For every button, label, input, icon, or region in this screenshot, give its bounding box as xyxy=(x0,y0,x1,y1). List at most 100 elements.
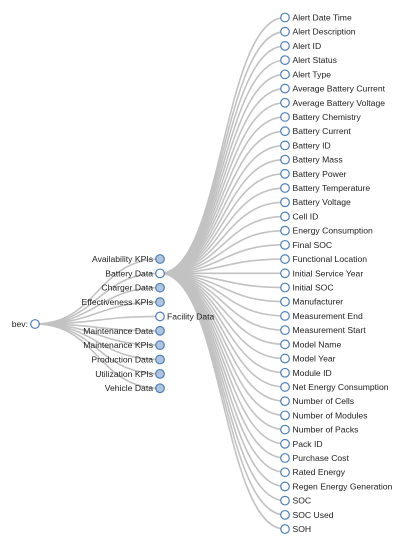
leaf-soh-circle[interactable] xyxy=(280,524,290,534)
leaf-energy-consumption[interactable]: Energy Consumption xyxy=(280,225,373,236)
leaf-average-battery-voltage[interactable]: Average Battery Voltage xyxy=(280,97,386,108)
leaf-alert-date-time[interactable]: Alert Date Time xyxy=(280,12,352,23)
leaf-soc-used-circle[interactable] xyxy=(280,509,290,520)
leaf-alert-status-circle[interactable] xyxy=(280,55,290,66)
node-maintenance-data-circle[interactable] xyxy=(155,325,165,336)
node-facility-data[interactable]: Facility Data xyxy=(155,311,215,322)
leaf-average-battery-current-circle[interactable] xyxy=(280,83,290,94)
leaf-number-of-modules-circle[interactable] xyxy=(280,410,290,421)
leaf-module-id[interactable]: Module ID xyxy=(280,367,332,378)
leaf-battery-voltage[interactable]: Battery Voltage xyxy=(280,197,351,208)
leaf-battery-chemistry-circle[interactable] xyxy=(280,112,290,122)
leaf-alert-description-circle[interactable] xyxy=(280,26,290,37)
leaf-number-of-cells-circle[interactable] xyxy=(280,396,290,407)
leaf-number-of-cells[interactable]: Number of Cells xyxy=(280,396,354,407)
leaf-net-energy-consumption[interactable]: Net Energy Consumption xyxy=(280,382,389,392)
leaf-number-of-packs[interactable]: Number of Packs xyxy=(280,424,359,435)
leaf-initial-service-year-circle[interactable] xyxy=(280,268,290,279)
leaf-cell-id[interactable]: Cell ID xyxy=(280,211,319,222)
leaf-net-energy-consumption-circle[interactable] xyxy=(280,382,290,392)
leaf-model-year-circle[interactable] xyxy=(280,353,290,364)
root-node-circle[interactable] xyxy=(30,319,40,329)
leaf-final-soc[interactable]: Final SOC xyxy=(280,239,333,250)
node-effectiveness-kpis[interactable]: Effectiveness KPIs xyxy=(82,297,165,307)
leaf-regen-energy-generation-circle[interactable] xyxy=(280,481,290,492)
node-battery-data[interactable]: Battery Data xyxy=(105,268,165,279)
leaf-model-name[interactable]: Model Name xyxy=(280,339,342,350)
leaf-functional-location[interactable]: Functional Location xyxy=(280,254,368,264)
leaf-functional-location-circle[interactable] xyxy=(280,254,290,264)
leaf-battery-current-circle[interactable] xyxy=(280,126,290,137)
leaf-pack-id-circle[interactable] xyxy=(280,438,290,449)
root-node[interactable]: bev: xyxy=(12,319,40,329)
leaf-initial-soc-circle[interactable] xyxy=(280,282,290,293)
leaf-battery-temperature[interactable]: Battery Temperature xyxy=(280,183,371,193)
node-utilization-kpis[interactable]: Utilization KPIs xyxy=(95,368,165,379)
leaf-battery-temperature-circle[interactable] xyxy=(280,183,290,193)
node-utilization-kpis-circle[interactable] xyxy=(155,368,165,379)
leaf-purchase-cost-circle[interactable] xyxy=(280,453,290,463)
node-battery-data-circle[interactable] xyxy=(155,268,165,279)
node-availability-kpis[interactable]: Availability KPIs xyxy=(92,254,165,264)
leaf-battery-current[interactable]: Battery Current xyxy=(280,126,352,137)
leaf-measurement-start[interactable]: Measurement Start xyxy=(280,325,366,336)
leaf-module-id-circle[interactable] xyxy=(280,367,290,378)
leaf-model-name-circle[interactable] xyxy=(280,339,290,350)
leaf-link xyxy=(159,272,286,346)
leaf-energy-consumption-circle[interactable] xyxy=(280,225,290,236)
leaf-soc-used[interactable]: SOC Used xyxy=(280,509,334,520)
node-availability-kpis-circle[interactable] xyxy=(155,254,165,264)
leaf-pack-id[interactable]: Pack ID xyxy=(280,438,323,449)
leaf-purchase-cost[interactable]: Purchase Cost xyxy=(280,453,350,463)
leaf-alert-id[interactable]: Alert ID xyxy=(280,41,321,51)
leaf-battery-chemistry[interactable]: Battery Chemistry xyxy=(280,112,362,122)
leaf-alert-date-time-circle[interactable] xyxy=(280,12,290,23)
node-production-data[interactable]: Production Data xyxy=(91,354,165,365)
leaf-final-soc-circle[interactable] xyxy=(280,239,290,250)
leaf-soh[interactable]: SOH xyxy=(280,524,311,534)
leaf-manufacturer-circle[interactable] xyxy=(280,296,290,307)
leaf-cell-id-circle[interactable] xyxy=(280,211,290,222)
leaf-measurement-start-circle[interactable] xyxy=(280,325,290,336)
leaf-initial-service-year[interactable]: Initial Service Year xyxy=(280,268,364,279)
leaf-battery-power[interactable]: Battery Power xyxy=(280,168,347,179)
leaf-soc-circle[interactable] xyxy=(280,495,290,506)
leaf-regen-energy-generation[interactable]: Regen Energy Generation xyxy=(280,481,393,492)
leaf-alert-description[interactable]: Alert Description xyxy=(280,26,356,37)
node-effectiveness-kpis-circle[interactable] xyxy=(155,297,165,307)
leaf-rated-energy-circle[interactable] xyxy=(280,467,290,478)
node-charger-data[interactable]: Charger Data xyxy=(101,282,165,293)
leaf-battery-power-circle[interactable] xyxy=(280,168,290,179)
leaf-number-of-packs-circle[interactable] xyxy=(280,424,290,435)
leaf-final-soc-label: Final SOC xyxy=(293,240,333,250)
node-maintenance-kpis-circle[interactable] xyxy=(155,340,165,351)
leaf-model-year[interactable]: Model Year xyxy=(280,353,336,364)
leaf-number-of-modules[interactable]: Number of Modules xyxy=(280,410,368,421)
leaf-alert-status[interactable]: Alert Status xyxy=(280,55,337,66)
node-production-data-circle[interactable] xyxy=(155,354,165,365)
leaf-battery-mass[interactable]: Battery Mass xyxy=(280,154,343,165)
leaf-initial-soc[interactable]: Initial SOC xyxy=(280,282,334,293)
node-vehicle-data[interactable]: Vehicle Data xyxy=(105,383,165,393)
leaf-alert-type-circle[interactable] xyxy=(280,69,290,80)
node-vehicle-data-circle[interactable] xyxy=(155,383,165,394)
leaf-average-battery-current[interactable]: Average Battery Current xyxy=(280,83,386,94)
leaf-energy-consumption-label: Energy Consumption xyxy=(293,226,373,236)
leaf-link xyxy=(159,272,286,474)
leaf-measurement-end[interactable]: Measurement End xyxy=(280,311,363,321)
leaf-battery-mass-circle[interactable] xyxy=(280,154,290,165)
leaf-soc[interactable]: SOC xyxy=(280,495,311,506)
leaf-alert-id-circle[interactable] xyxy=(280,41,290,51)
node-charger-data-circle[interactable] xyxy=(155,282,165,293)
leaf-measurement-end-circle[interactable] xyxy=(280,311,290,321)
leaf-manufacturer[interactable]: Manufacturer xyxy=(280,296,344,307)
leaf-battery-id-circle[interactable] xyxy=(280,140,290,151)
leaf-rated-energy[interactable]: Rated Energy xyxy=(280,467,346,478)
node-maintenance-data[interactable]: Maintenance Data xyxy=(83,325,165,336)
leaf-average-battery-voltage-circle[interactable] xyxy=(280,97,290,108)
leaf-alert-type[interactable]: Alert Type xyxy=(280,69,332,80)
node-facility-data-circle[interactable] xyxy=(155,311,165,322)
leaf-battery-id[interactable]: Battery ID xyxy=(280,140,331,151)
node-maintenance-kpis[interactable]: Maintenance KPIs xyxy=(83,340,165,351)
leaf-battery-voltage-circle[interactable] xyxy=(280,197,290,208)
